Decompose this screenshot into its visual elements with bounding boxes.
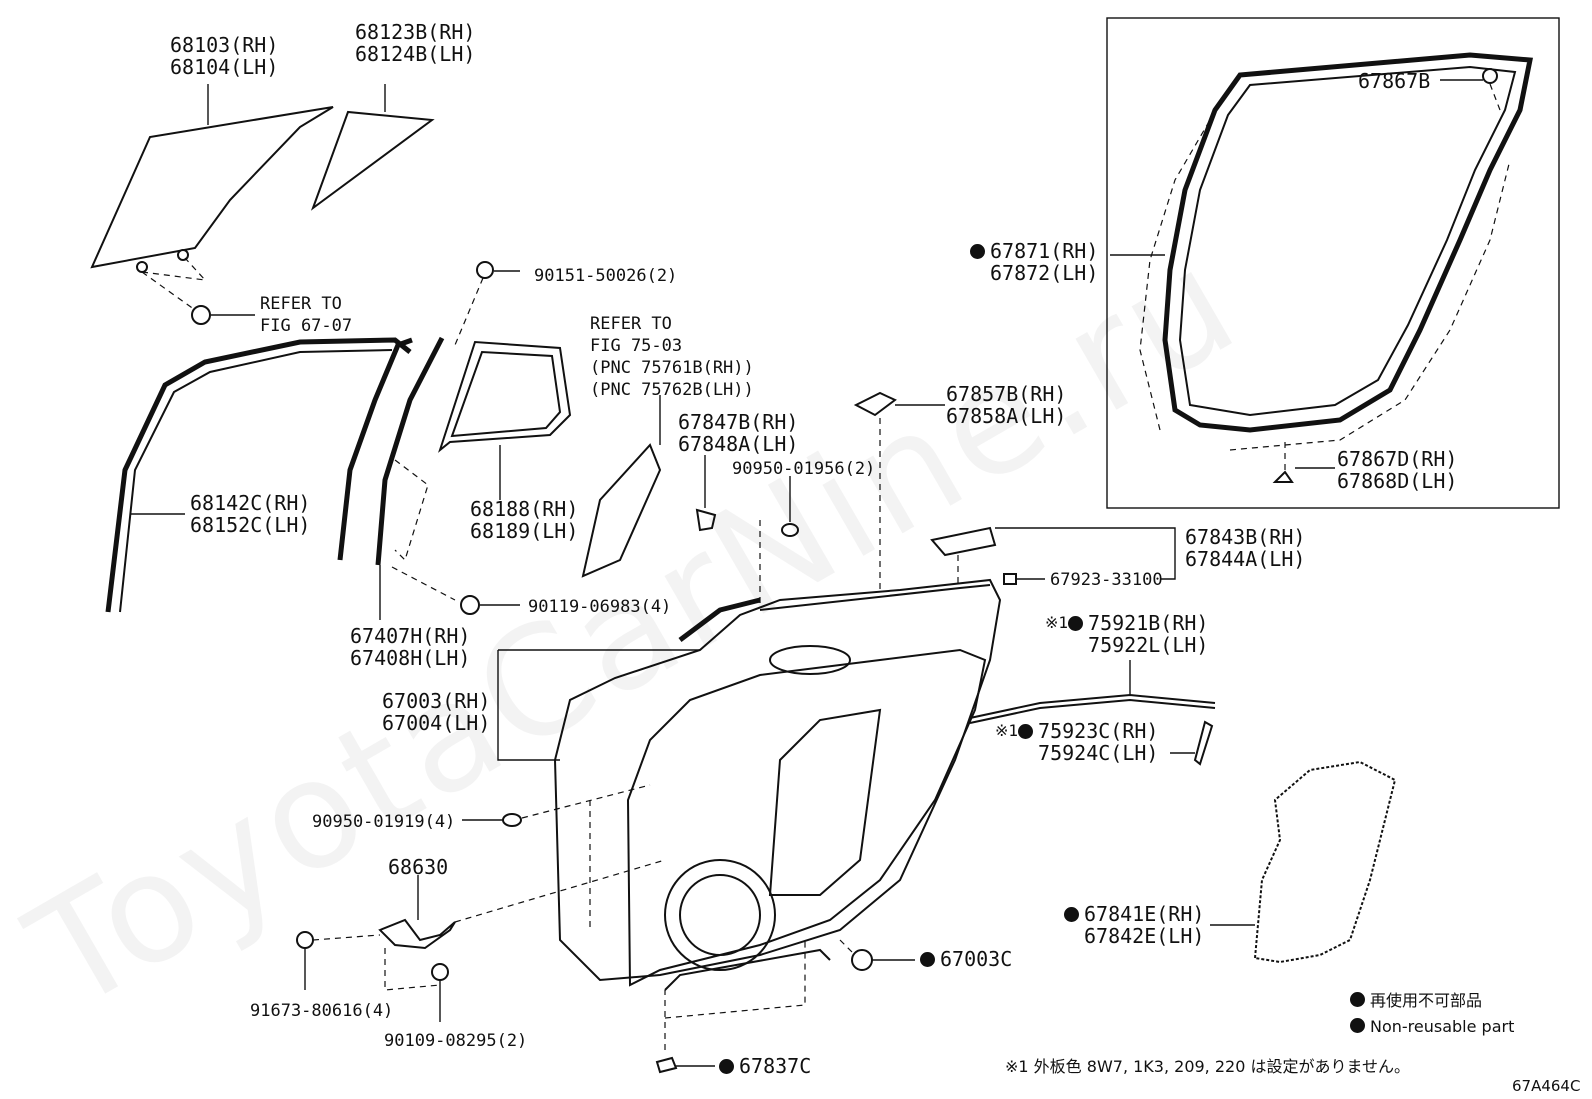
plug-90950-01919 — [502, 813, 522, 827]
bolt-90119 — [460, 595, 480, 615]
label-clip-67923: 67923-33100 — [1050, 570, 1163, 590]
label-bolt-90109: 90109-08295(2) — [384, 1031, 528, 1051]
label-plug-90950-01956: 90950-01956(2) — [732, 459, 876, 479]
label-moulding-75921: ※1 75921B(RH) 75922L(LH) — [1045, 612, 1208, 656]
inset-frame — [1106, 17, 1560, 509]
door-panel — [553, 578, 1002, 982]
hole-cover-67003c — [851, 949, 873, 971]
label-moulding-75921-text: 75921B(RH) 75922L(LH) — [1088, 611, 1209, 657]
figure-code: 67A464C — [1512, 1077, 1581, 1095]
mark-1-a: ※1 — [1045, 613, 1069, 632]
label-garnish-67847: 67847B(RH) 67848A(LH) — [678, 410, 799, 456]
label-bolt-90151: 90151-50026(2) — [534, 266, 678, 286]
label-refer-67-07: REFER TO FIG 67-07 — [260, 294, 353, 336]
label-service-hole-67841: 67841E(RH) 67842E(LH) — [1064, 903, 1204, 947]
label-glass-main: 68103(RH) 68104(LH) — [170, 33, 279, 79]
label-quarter-frame: 68188(RH) 68189(LH) — [470, 497, 579, 543]
door-check — [378, 918, 456, 950]
bracket-67857 — [853, 391, 897, 417]
label-bolt-91673: 91673-80616(4) — [250, 1001, 394, 1021]
mark-1-b: ※1 — [995, 721, 1019, 740]
quarter-window-glass — [310, 110, 435, 211]
service-hole-cover — [1253, 760, 1397, 964]
label-weatherstrip-text: 67871(RH) 67872(LH) — [990, 239, 1099, 285]
screw-90151 — [476, 261, 494, 279]
label-moulding-75923-text: 75923C(RH) 75924C(LH) — [1038, 719, 1159, 765]
quarter-window-frame — [438, 340, 572, 453]
frame-garnish — [581, 443, 662, 578]
plug-90950-01956 — [781, 523, 799, 537]
speaker-opening — [664, 859, 776, 971]
bolt-90109 — [431, 963, 449, 981]
label-hole-cover-text: 67003C — [940, 947, 1013, 971]
clip-67867b — [1482, 68, 1498, 84]
plug-67837c — [655, 1056, 678, 1074]
label-hole-cover-67003c: 67003C — [920, 948, 1012, 970]
bolt-91673 — [296, 931, 314, 949]
label-plug-90950-01919: 90950-01919(4) — [312, 812, 456, 832]
door-weatherstrip — [1162, 52, 1534, 433]
label-door-panel: 67003(RH) 67004(LH) — [382, 689, 491, 735]
label-bolt-90119: 90119-06983(4) — [528, 597, 672, 617]
legend-en-text: Non-reusable part — [1370, 1017, 1515, 1036]
legend-item-jp: 再使用不可部品 — [1350, 990, 1482, 1012]
label-moulding-75923: ※1 75923C(RH) 75924C(LH) — [995, 720, 1158, 764]
garnish-clip — [695, 508, 717, 532]
label-run-channel: 68142C(RH) 68152C(LH) — [190, 491, 311, 537]
label-bracket-67843: 67843B(RH) 67844A(LH) — [1185, 525, 1306, 571]
clip-67867d — [1272, 470, 1294, 483]
label-check-68630: 68630 — [388, 855, 449, 879]
label-plug-67837c: 67837C — [719, 1055, 811, 1077]
label-glass-quarter: 68123B(RH) 68124B(LH) — [355, 20, 476, 66]
label-clip-67867b: 67867B — [1358, 69, 1431, 93]
label-clip-67867d: 67867D(RH) 67868D(LH) — [1337, 447, 1458, 493]
label-weatherstrip-67871: 67871(RH) 67872(LH) — [970, 240, 1098, 284]
label-plug-67837c-text: 67837C — [739, 1054, 812, 1078]
label-refer-75-03: REFER TO FIG 75-03 (PNC 75761B(RH)) (PNC… — [590, 314, 754, 400]
label-division-bar: 67407H(RH) 67408H(LH) — [350, 624, 471, 670]
glass-bolt — [191, 305, 211, 325]
legend-jp-text: 再使用不可部品 — [1370, 991, 1483, 1010]
legend-item-en: Non-reusable part — [1350, 1016, 1514, 1038]
label-service-hole-text: 67841E(RH) 67842E(LH) — [1084, 902, 1205, 948]
footnote: ※1 外板色 8W7, 1K3, 209, 220 は設定がありません。 — [1005, 1057, 1410, 1076]
label-bracket-67857: 67857B(RH) 67858A(LH) — [946, 382, 1067, 428]
rear-door-glass — [90, 106, 334, 269]
division-bar — [337, 337, 413, 561]
glass-run-channel — [105, 337, 412, 613]
frame-moulding — [1193, 720, 1214, 766]
clip-67923 — [1003, 573, 1017, 585]
belt-moulding — [969, 693, 1216, 719]
door-handle-recess — [769, 645, 851, 675]
bracket-67843 — [930, 526, 997, 557]
